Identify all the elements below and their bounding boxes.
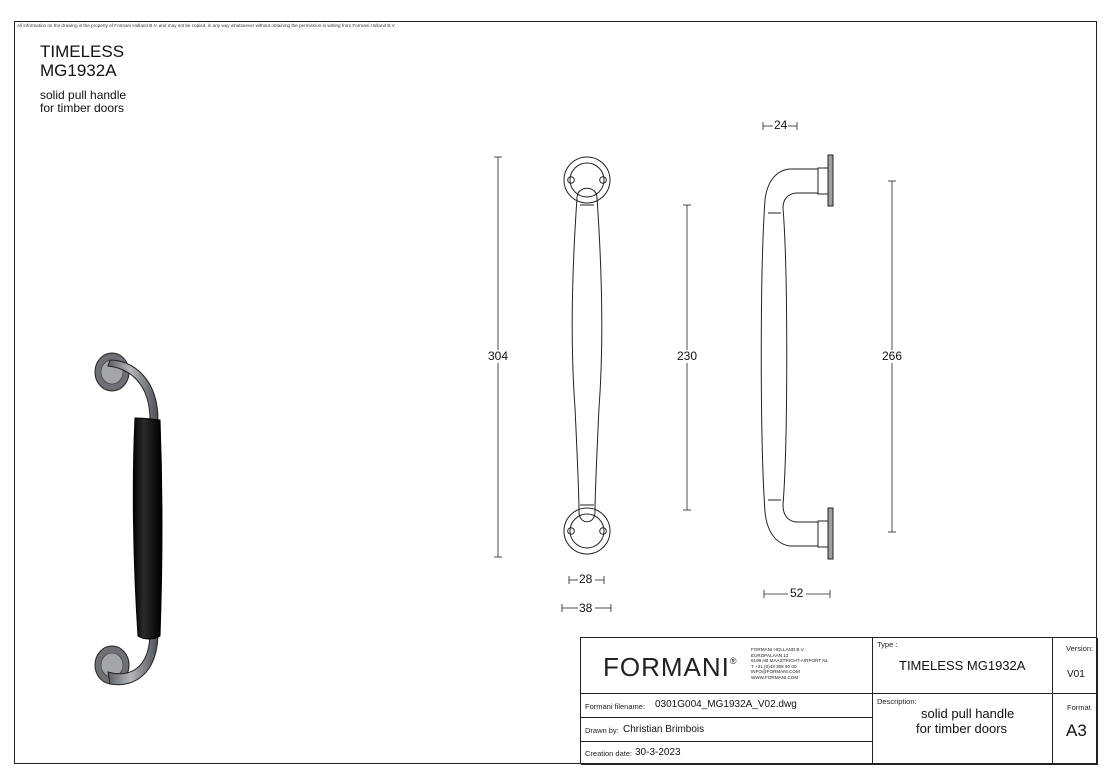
dimension-grip-width: 28 — [578, 572, 594, 586]
address-line: INFO@FORMANI.COM — [751, 669, 800, 675]
formani-logo: FORMANI® — [603, 652, 738, 683]
dimension-center-distance: 230 — [676, 349, 699, 363]
logo-mark: ® — [729, 656, 738, 666]
address-line: T +31 (0)43 308 90 00 — [751, 663, 797, 669]
logo-text: FORMANI — [603, 652, 730, 682]
company-address: FORMANI HOLLAND B.V. EUROPALAAN 12 6199 … — [751, 647, 828, 681]
date-value: 30-3-2023 — [635, 747, 681, 758]
product-title-line1: TIMELESS — [40, 42, 125, 61]
type-value: TIMELESS MG1932A — [899, 658, 1026, 673]
product-subtitle-line2: for timber doors — [40, 101, 125, 115]
title-block: FORMANI® FORMANI HOLLAND B.V. EUROPALAAN… — [580, 637, 1098, 765]
perspective-view — [94, 352, 163, 686]
version-value: V01 — [1067, 669, 1085, 680]
front-view — [563, 156, 611, 555]
drawn-by-value: Christian Brimbois — [623, 724, 705, 735]
date-cell: Creation date: 30-3-2023 — [581, 742, 873, 765]
description-label: Description: — [877, 697, 917, 706]
side-view — [760, 154, 834, 560]
format-value: A3 — [1066, 721, 1087, 740]
product-title-line2: MG1932A — [40, 61, 117, 80]
dimension-side-height: 266 — [881, 349, 904, 363]
address-line: WWW.FORMANI.COM — [751, 674, 799, 680]
format-cell: Format A3 — [1053, 694, 1098, 765]
version-label: Version: — [1066, 644, 1094, 653]
description-line2: for timber doors — [916, 721, 1008, 736]
copyright-notice: All information on the drawing is the pr… — [17, 23, 395, 28]
dimension-projection-top: 24 — [773, 118, 789, 132]
product-subtitle: solid pull handle for timber doors — [40, 89, 126, 115]
version-cell: Version: V01 — [1053, 638, 1098, 694]
description-line1: solid pull handle — [921, 706, 1015, 721]
product-subtitle-line1: solid pull handle — [40, 88, 127, 102]
address-line: 6199 AB MAASTRICHT-AIRPORT NL — [751, 658, 829, 664]
drawn-by-label: Drawn by: — [585, 726, 619, 735]
format-label: Format — [1067, 703, 1091, 712]
drawn-by-cell: Drawn by: Christian Brimbois — [581, 718, 873, 742]
dimension-overall-height: 304 — [487, 349, 510, 363]
type-cell: Type : TIMELESS MG1932A — [873, 638, 1053, 694]
filename-label: Formani filename: — [585, 702, 646, 711]
address-line: FORMANI HOLLAND B.V. — [751, 647, 805, 652]
product-title: TIMELESS MG1932A — [40, 42, 124, 80]
dimension-projection: 52 — [789, 586, 805, 600]
address-line: EUROPALAAN 12 — [751, 652, 789, 658]
filename-cell: Formani filename: 0301G004_MG1932A_V02.d… — [581, 694, 873, 718]
date-label: Creation date: — [585, 749, 633, 758]
drawing-sheet-border — [14, 21, 1097, 764]
dimension-lines — [494, 122, 896, 612]
description-cell: Description: solid pull handle for timbe… — [873, 694, 1053, 765]
logo-cell: FORMANI® FORMANI HOLLAND B.V. EUROPALAAN… — [581, 638, 873, 694]
dimension-rose-width: 38 — [578, 601, 594, 615]
type-label: Type : — [877, 640, 898, 649]
filename-value: 0301G004_MG1932A_V02.dwg — [655, 699, 797, 710]
